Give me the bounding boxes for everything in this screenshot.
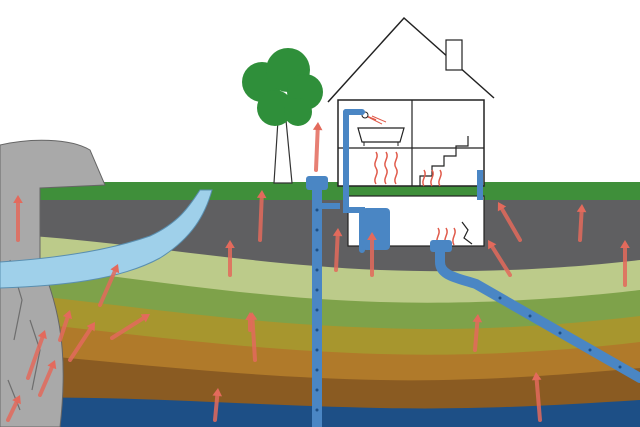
rising-radon-arrowhead bbox=[620, 240, 630, 248]
pipe-rivets bbox=[315, 208, 622, 412]
rising-radon-arrow-icon bbox=[250, 315, 257, 362]
rising-radon-arrowhead bbox=[472, 314, 483, 323]
rising-radon-arrowhead bbox=[86, 322, 95, 332]
rising-radon-arrow-icon bbox=[6, 398, 20, 422]
bathtub-icon bbox=[357, 127, 405, 146]
rising-radon-arrowhead bbox=[247, 312, 258, 321]
rising-radon-arrowhead bbox=[110, 264, 120, 274]
rising-radon-arrow-icon bbox=[489, 243, 512, 277]
rising-radon-arrow-icon bbox=[334, 231, 340, 272]
layer-green bbox=[0, 262, 640, 330]
rising-radon-arrowhead bbox=[488, 240, 497, 250]
rising-radon-arrowhead bbox=[140, 314, 150, 323]
rising-radon-arrow-icon bbox=[68, 325, 94, 362]
staircase-icon bbox=[419, 136, 469, 186]
rising-radon-arrowhead bbox=[256, 190, 267, 199]
rising-radon-arrow-icon bbox=[314, 125, 320, 172]
rising-radon-arrow-icon bbox=[38, 363, 55, 397]
rising-radon-arrowhead bbox=[47, 360, 57, 370]
rising-radon-arrow-icon bbox=[473, 317, 480, 352]
tree-icon bbox=[242, 48, 323, 184]
rising-radon-arrow-icon bbox=[578, 207, 584, 242]
rising-radon-arrowhead bbox=[12, 395, 21, 405]
rising-radon-arrowhead bbox=[576, 204, 587, 213]
crack-icon bbox=[461, 221, 473, 245]
rising-radon-arrows bbox=[6, 122, 630, 422]
rising-radon-arrowhead bbox=[212, 388, 223, 397]
rising-radon-arrowhead bbox=[367, 232, 377, 240]
rising-radon-arrow-icon bbox=[26, 333, 45, 380]
rising-radon-arrowhead bbox=[531, 372, 542, 381]
rising-radon-arrowhead bbox=[62, 310, 73, 320]
rising-radon-arrowhead bbox=[225, 240, 235, 248]
rising-radon-arrow-icon bbox=[110, 315, 147, 340]
river-icon bbox=[0, 189, 213, 289]
rising-radon-arrow-icon bbox=[258, 193, 264, 242]
rising-radon-arrow-icon bbox=[499, 205, 522, 242]
rising-radon-arrowhead bbox=[312, 122, 323, 131]
rising-radon-arrow-icon bbox=[534, 375, 542, 422]
rising-radon-arrow-icon bbox=[58, 313, 71, 342]
rising-radon-arrowhead bbox=[13, 195, 23, 203]
rising-radon-arrowhead bbox=[37, 330, 47, 340]
rising-radon-arrow-icon bbox=[213, 391, 220, 422]
rising-radon-arrowhead bbox=[497, 202, 507, 212]
layer-brown bbox=[0, 318, 640, 381]
rising-radon-arrow-icon bbox=[98, 267, 118, 307]
rising-radon-arrowhead bbox=[332, 228, 343, 237]
water-tank-icon bbox=[362, 208, 390, 250]
layer-olive bbox=[0, 290, 640, 355]
